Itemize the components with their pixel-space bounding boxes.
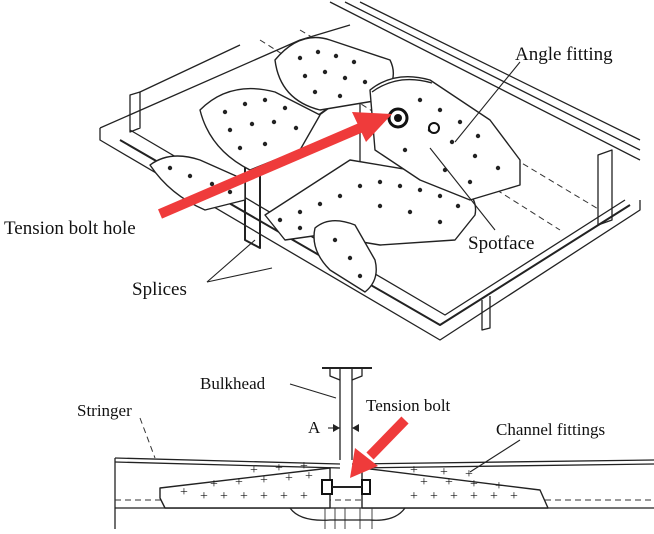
- rail-top-2: [344, 1, 641, 151]
- svg-text:+: +: [430, 489, 438, 504]
- svg-text:+: +: [300, 459, 308, 474]
- svg-text:+: +: [300, 489, 308, 504]
- svg-text:+: +: [220, 489, 228, 504]
- splice-bottom-curve: [289, 507, 406, 521]
- rivet-holes: [167, 49, 501, 279]
- fastener-centerlines: [324, 508, 373, 529]
- spotface-ring: [428, 122, 440, 134]
- channel-fittings-label: Channel fittings: [496, 420, 605, 439]
- svg-text:+: +: [280, 489, 288, 504]
- svg-text:+: +: [510, 489, 518, 504]
- tension-bolt-hole-center: [394, 114, 402, 122]
- tension-bolt-hole-arrowhead: [352, 112, 392, 142]
- bulkhead-leader: [289, 383, 337, 399]
- tension-bolt-label: Tension bolt: [366, 396, 451, 415]
- svg-text:+: +: [200, 489, 208, 504]
- angle-fitting: [369, 75, 521, 201]
- stringer-label: Stringer: [77, 401, 132, 420]
- bulkhead-web: [339, 368, 353, 460]
- svg-text:+: +: [465, 467, 473, 482]
- section-view: +++ +++ +++ ++ +++ + +++ +++ +++ + +++: [114, 367, 654, 529]
- svg-text:+: +: [250, 463, 258, 478]
- svg-text:+: +: [240, 489, 248, 504]
- bulkhead-label: Bulkhead: [200, 374, 266, 393]
- svg-text:+: +: [235, 475, 243, 490]
- stringer-top-right: [351, 459, 654, 465]
- svg-text:+: +: [470, 477, 478, 492]
- section-a-arrowhead-1: [333, 424, 340, 432]
- angle-fitting-label: Angle fitting: [515, 44, 613, 65]
- fastener-marks-left: +++ +++ +++ ++ +++ +: [180, 459, 313, 504]
- angle-fitting-shadow: [371, 78, 433, 93]
- section-a-label: A: [308, 418, 321, 437]
- svg-text:+: +: [410, 463, 418, 478]
- front-web: [481, 296, 491, 331]
- stringer-top-right-2: [351, 463, 654, 469]
- svg-text:+: +: [445, 475, 453, 490]
- left-web: [129, 91, 141, 133]
- tension-bolt-arrowhead: [350, 448, 378, 478]
- bulkhead-fillets: [329, 368, 363, 381]
- angle-fitting-leader: [454, 61, 521, 143]
- stringer-top-left-2: [114, 461, 341, 469]
- tension-bolt-nut: [361, 479, 371, 495]
- svg-text:+: +: [210, 477, 218, 492]
- svg-text:+: +: [275, 461, 283, 476]
- tension-bolt-hole-label: Tension bolt hole: [4, 218, 136, 239]
- right-web: [597, 149, 613, 226]
- svg-text:+: +: [260, 489, 268, 504]
- rail-top-1: [329, 1, 641, 161]
- svg-text:+: +: [470, 489, 478, 504]
- splice-plate-left: [199, 87, 321, 171]
- stringer-top-left: [114, 457, 341, 465]
- fastener-marks-right: +++ +++ +++ + +++: [410, 463, 518, 504]
- svg-text:+: +: [285, 471, 293, 486]
- splices-label: Splices: [132, 279, 187, 300]
- section-a-arrowhead-2: [352, 424, 359, 432]
- skin-edge: [99, 128, 641, 341]
- isometric-view: [99, 1, 641, 341]
- spotface-leader: [429, 147, 496, 231]
- tension-bolt-arrow: [366, 416, 409, 460]
- svg-text:+: +: [180, 485, 188, 500]
- svg-text:+: +: [495, 479, 503, 494]
- channel-fittings-leader: [469, 439, 521, 473]
- rail-hidden-2: [259, 39, 561, 231]
- left-web-top: [139, 44, 241, 93]
- splices-leader-2: [206, 267, 273, 283]
- svg-text:+: +: [490, 489, 498, 504]
- stringer-leader: [139, 417, 156, 459]
- spotface-label: Spotface: [468, 233, 534, 254]
- svg-text:+: +: [450, 489, 458, 504]
- rail-top-3: [359, 1, 641, 141]
- splices-leader-1: [206, 239, 256, 283]
- tension-bolt-hole-arrow: [158, 123, 362, 219]
- svg-text:+: +: [440, 465, 448, 480]
- svg-text:+: +: [305, 469, 313, 484]
- svg-text:+: +: [260, 473, 268, 488]
- tension-bolt-head: [321, 479, 333, 495]
- svg-text:+: +: [420, 475, 428, 490]
- splice-plate-lower-left: [149, 155, 246, 211]
- svg-text:+: +: [410, 489, 418, 504]
